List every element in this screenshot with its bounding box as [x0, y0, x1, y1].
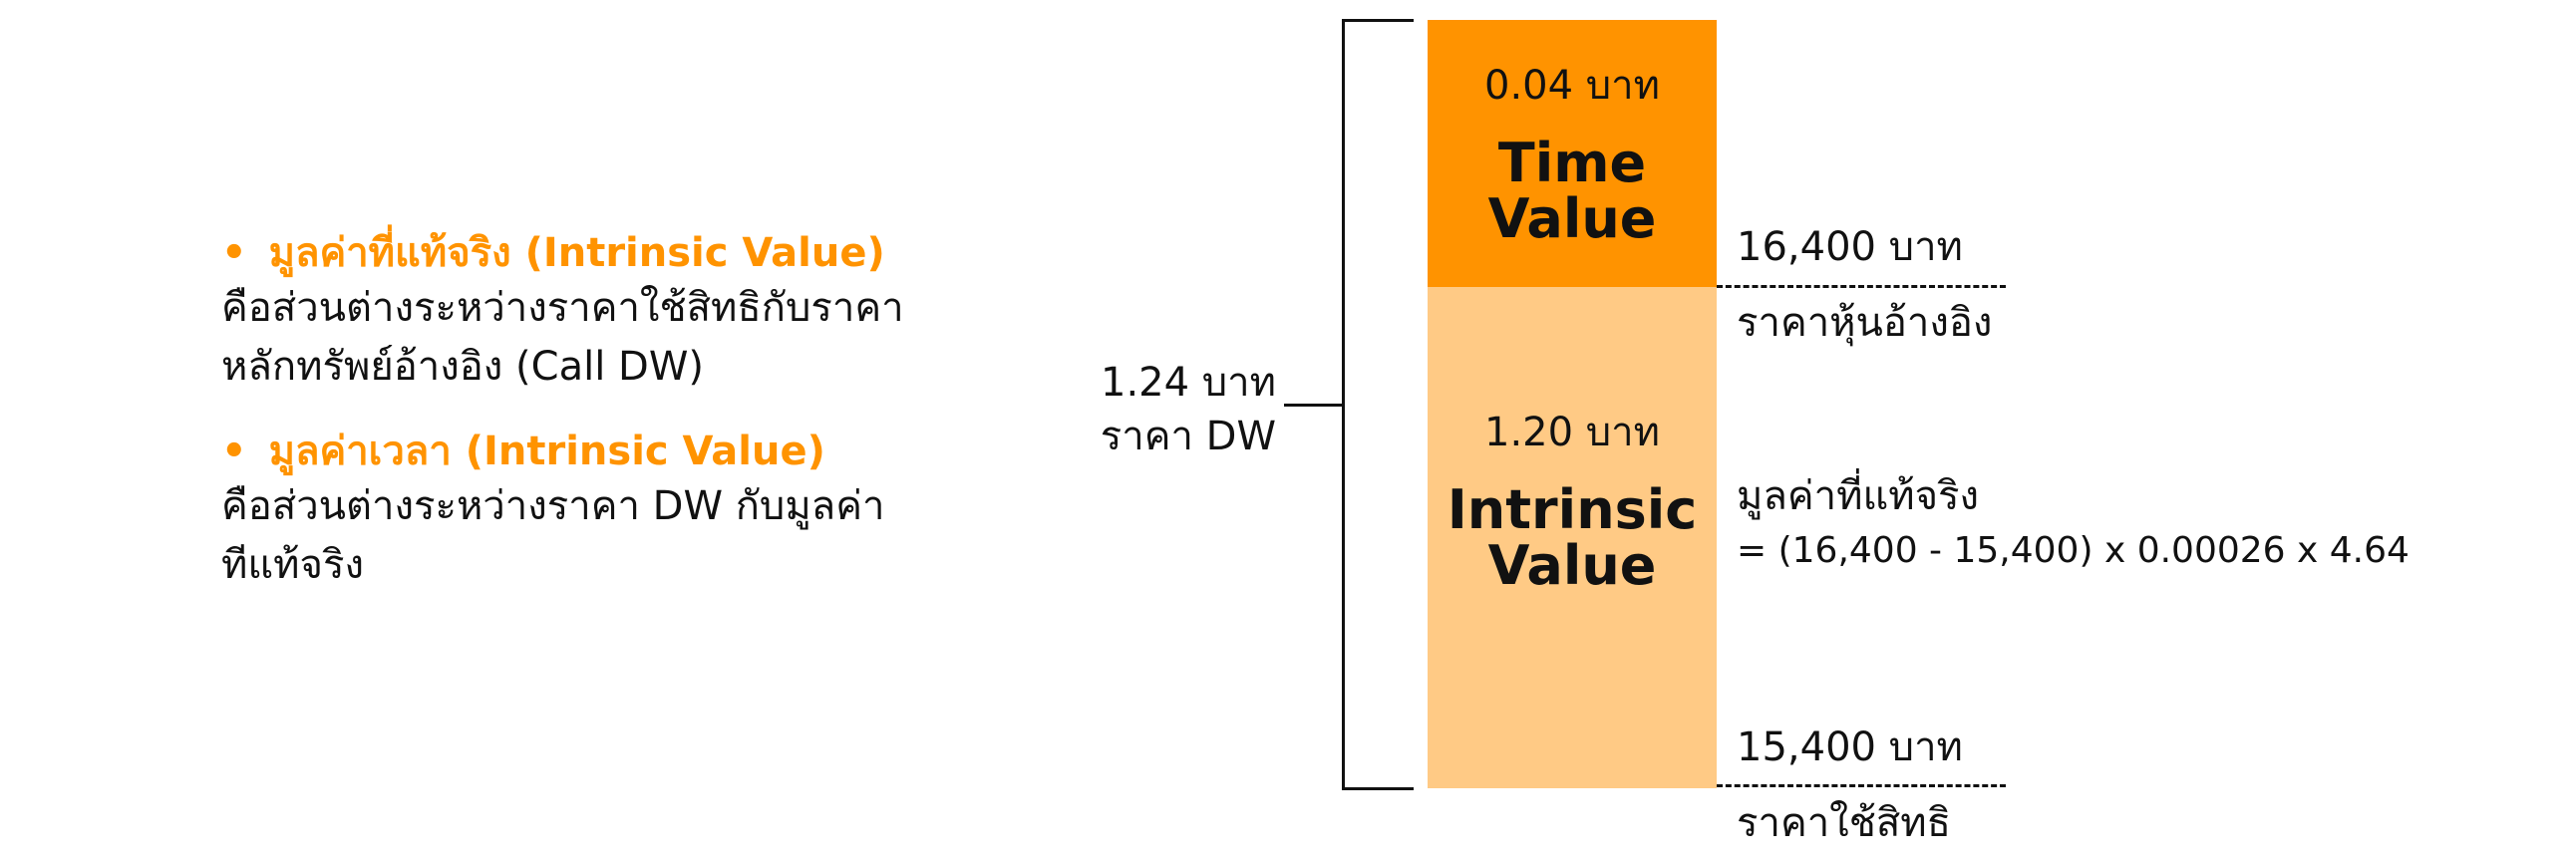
- dw-price-value: 1.24 บาท: [1101, 360, 1276, 406]
- strike-price-value: 15,400 บาท: [1737, 724, 1963, 770]
- time-value-label-line1: Time: [1497, 132, 1647, 194]
- explanation-title-text: มูลค่าเวลา (Intrinsic Value): [268, 429, 825, 474]
- explanation-panel: • มูลค่าที่แท้จริง (Intrinsic Value) คือส…: [221, 227, 904, 595]
- explanation-desc-line: ทีแท้จริง: [221, 542, 364, 588]
- bracket-bottom-arm: [1342, 787, 1414, 790]
- bullet-icon: •: [221, 429, 247, 474]
- explanation-item-intrinsic: • มูลค่าที่แท้จริง (Intrinsic Value) คือส…: [221, 227, 904, 397]
- intrinsic-value-price: 1.20 บาท: [1484, 410, 1660, 455]
- bracket-vertical: [1342, 19, 1345, 790]
- bullet-icon: •: [221, 230, 247, 276]
- explanation-title-intrinsic: • มูลค่าที่แท้จริง (Intrinsic Value): [221, 227, 904, 279]
- explanation-title-time: • มูลค่าเวลา (Intrinsic Value): [221, 426, 904, 477]
- underlying-price-dash: [1717, 285, 2006, 288]
- intrinsic-value-label-line2: Value: [1487, 534, 1657, 597]
- bracket-pointer: [1284, 404, 1342, 407]
- time-value-block: 0.04 บาท Time Value: [1428, 20, 1717, 287]
- explanation-item-time: • มูลค่าเวลา (Intrinsic Value) คือส่วนต่า…: [221, 426, 904, 595]
- explanation-desc-line: คือส่วนต่างระหว่างราคาใช้สิทธิกับราคา: [221, 285, 904, 331]
- time-value-label-line2: Value: [1487, 187, 1657, 250]
- time-value-price: 0.04 บาท: [1484, 63, 1660, 109]
- dw-price-label: ราคา DW: [1100, 414, 1276, 459]
- explanation-desc-line: หลักทรัพย์อ้างอิง (Call DW): [221, 344, 704, 390]
- underlying-price-value: 16,400 บาท: [1737, 224, 1963, 270]
- intrinsic-formula-title: มูลค่าที่แท้จริง: [1737, 473, 1980, 519]
- strike-price-dash: [1717, 784, 2006, 787]
- underlying-price-label: ราคาหุ้นอ้างอิง: [1737, 300, 1993, 346]
- explanation-title-text: มูลค่าที่แท้จริง (Intrinsic Value): [268, 230, 885, 276]
- explanation-desc-line: คือส่วนต่างระหว่างราคา DW กับมูลค่า: [221, 483, 885, 529]
- intrinsic-value-block: 1.20 บาท Intrinsic Value: [1428, 287, 1717, 788]
- intrinsic-formula-expression: = (16,400 - 15,400) x 0.00026 x 4.64: [1737, 530, 2410, 571]
- strike-price-label: ราคาใช้สิทธิ: [1737, 800, 1952, 846]
- bracket-top-arm: [1342, 19, 1414, 22]
- intrinsic-value-label-line1: Intrinsic: [1447, 478, 1698, 541]
